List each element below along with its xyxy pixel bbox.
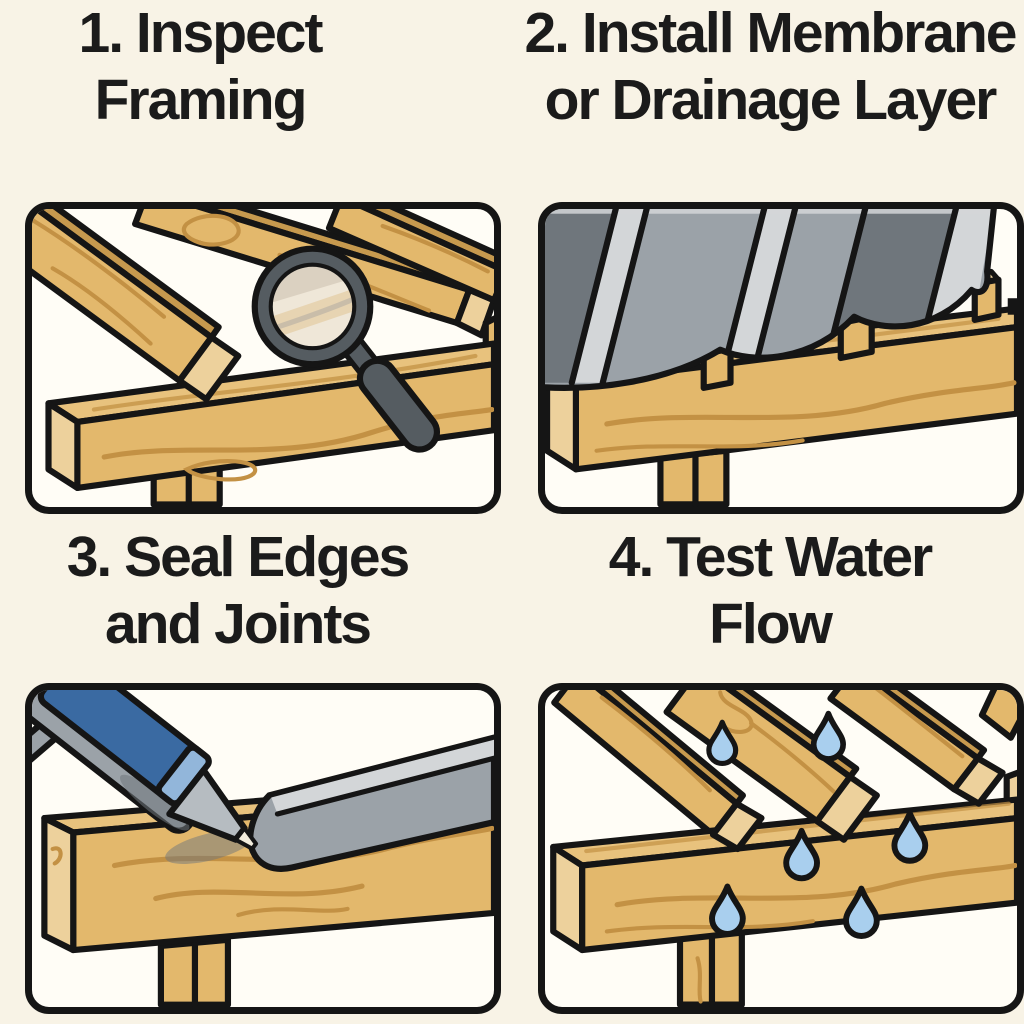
- step-1-title: 1. Inspect Framing: [0, 0, 400, 133]
- joist-end-cap: [951, 755, 1006, 807]
- step-2-illustration-panel: [538, 202, 1024, 514]
- step-3-title-line1: 3. Seal Edges: [66, 525, 411, 589]
- step-4-title-line1: 4. Test Water: [608, 525, 933, 589]
- framing-inspection-drawing: [32, 209, 494, 507]
- water-drop-icon: [843, 885, 880, 939]
- step-2-title-line1: 2. Install Membrane: [524, 1, 1017, 65]
- step-1-title-line1: 1. Inspect: [78, 1, 324, 65]
- joist-end-cap: [176, 334, 242, 403]
- water-drops: [706, 710, 929, 939]
- step-4-title-line2: Flow: [709, 591, 833, 656]
- water-drop-icon: [709, 883, 746, 937]
- joist-end-cap: [709, 800, 765, 853]
- step-4-illustration-panel: [538, 683, 1024, 1014]
- water-drop-icon: [706, 719, 739, 767]
- wood-beam: [550, 796, 1017, 954]
- magnifying-glass-icon: [251, 245, 441, 453]
- step-4-title: 4. Test Water Flow: [512, 524, 1024, 657]
- step-1-title-line2: Framing: [94, 67, 308, 132]
- step-1-illustration-panel: [25, 202, 501, 514]
- water-test-drawing: [550, 690, 1017, 1007]
- water-drop-icon: [783, 827, 820, 882]
- step-3-title-line2: and Joints: [104, 591, 372, 656]
- water-drop-icon: [891, 810, 929, 864]
- membrane-installation-drawing: [545, 209, 1017, 507]
- sealing-drawing: [32, 690, 494, 1007]
- magnifier-handle: [356, 357, 441, 453]
- step-3-title: 3. Seal Edges and Joints: [0, 524, 475, 657]
- step-2-title-line2: or Drainage Layer: [544, 67, 998, 132]
- wood-framing: [32, 209, 494, 507]
- water-drop-icon: [810, 710, 846, 762]
- step-2-title: 2. Install Membrane or Drainage Layer: [516, 0, 1024, 133]
- edge-clip: [1007, 298, 1017, 315]
- magnifier-lens: [270, 264, 355, 344]
- caulk-gun-icon: [32, 690, 259, 851]
- nozzle-tip: [233, 826, 259, 851]
- step-3-illustration-panel: [25, 683, 501, 1014]
- wood-framing: [550, 690, 1017, 1007]
- joist-end-cap: [813, 773, 880, 843]
